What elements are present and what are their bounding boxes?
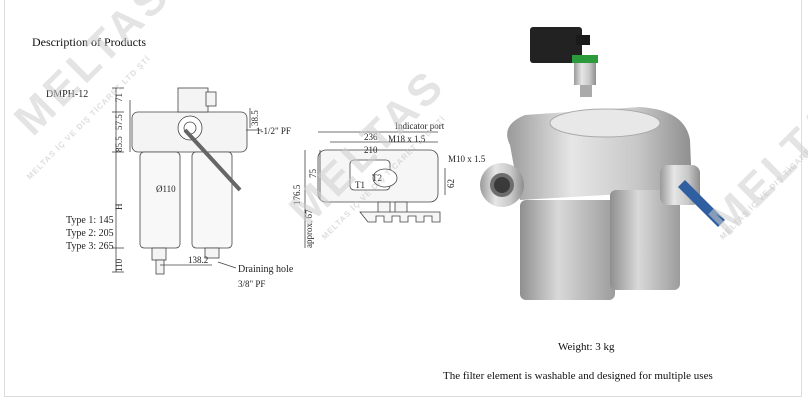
- type-2-label: Type 2: 205: [66, 228, 114, 239]
- dim-85-5: 85.5: [114, 136, 124, 152]
- t2-label: T2: [372, 173, 382, 183]
- blue-handle: [678, 180, 725, 227]
- model-label: DMPH-12: [46, 89, 88, 100]
- green-seal: [572, 55, 598, 63]
- indicator-port-label: Indicator port: [395, 121, 445, 131]
- dim-236: 236: [364, 132, 378, 142]
- draining-hole-label: Draining hole: [238, 264, 294, 275]
- dim-approx-67: approx. 67: [304, 209, 314, 248]
- technical-drawing: DMPH-12 71 57.5 85.5 H 110 Ø110 138.2 38…: [46, 87, 486, 289]
- bowl-back: [610, 190, 680, 290]
- dim-m10: M10 x 1.5: [448, 154, 486, 164]
- dim-75: 75: [308, 169, 318, 179]
- dim-38-5: 38.5: [250, 110, 260, 126]
- indicator-outline: [177, 87, 209, 113]
- dim-138-2: 138.2: [188, 255, 208, 265]
- weight-text: Weight: 3 kg: [558, 341, 615, 353]
- handle-grip-outline: [359, 211, 441, 223]
- type-3-label: Type 3: 265: [66, 241, 114, 252]
- dim-71: 71: [114, 93, 124, 102]
- dim-210: 210: [364, 145, 378, 155]
- product-photo: [480, 27, 725, 300]
- washable-note: The filter element is washable and desig…: [443, 370, 713, 382]
- bowl-right-outline: [191, 151, 233, 249]
- dim-h: H: [114, 203, 124, 210]
- type-1-label: Type 1: 145: [66, 215, 114, 226]
- page-frame: [4, 0, 802, 397]
- draining-hole-size: 3/8" PF: [238, 279, 265, 289]
- dim-176-5: 176.5: [292, 184, 302, 205]
- t1-label: T1: [355, 180, 365, 190]
- dim-diameter-110: Ø110: [156, 184, 176, 194]
- dim-62: 62: [446, 179, 456, 188]
- dim-110-vertical: 110: [114, 258, 124, 272]
- dim-port: 1-1/2" PF: [256, 126, 291, 136]
- bowl-front: [520, 200, 615, 300]
- dim-57-5: 57.5: [114, 114, 124, 130]
- connector-block: [530, 27, 582, 63]
- bowl-left-outline: [139, 151, 181, 249]
- dim-m18: M18 x 1.5: [388, 134, 426, 144]
- page-title: Description of Products: [32, 35, 146, 49]
